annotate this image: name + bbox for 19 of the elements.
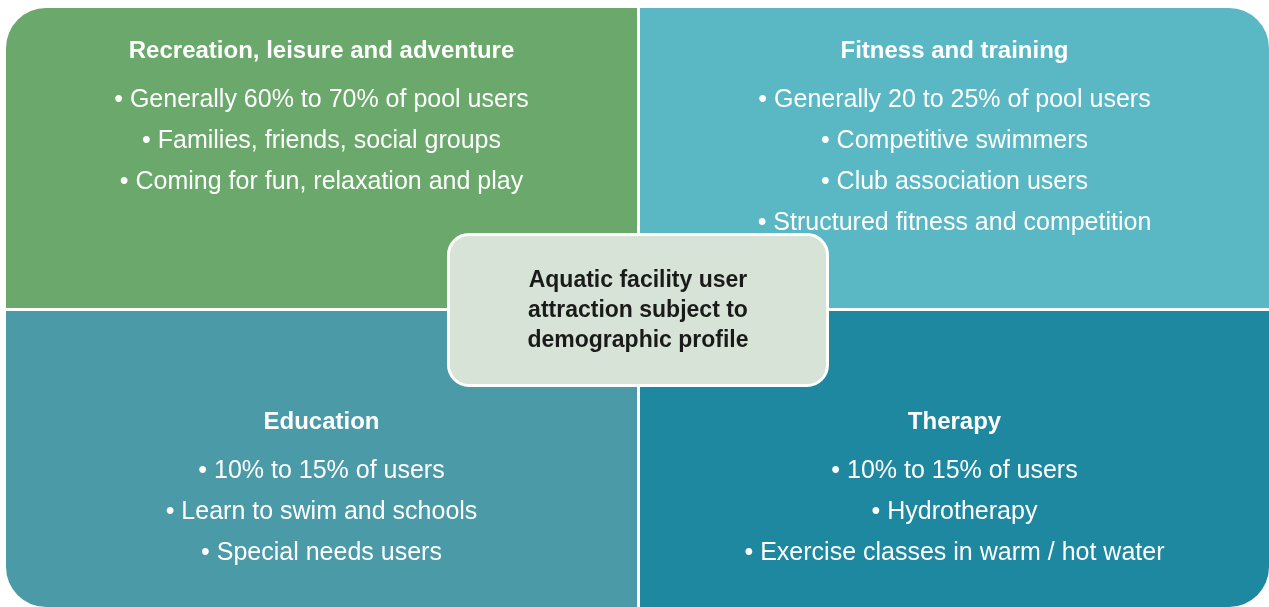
topic-text: Aquatic facility user attraction subject to demographic profile: [526, 265, 750, 354]
center-topic-box: [447, 233, 829, 387]
bullet-item: • Hydrotherapy: [870, 496, 1039, 525]
bullet-item: • Club association users: [819, 166, 1090, 195]
panel-heading: Education: [262, 407, 381, 435]
panel-heading: Fitness and training: [839, 36, 1070, 64]
bullet-item: • Families, friends, social groups: [141, 125, 502, 154]
bullet-item: • Structured fitness and competition: [756, 207, 1153, 236]
bullet-item: • 10% to 15% of users: [830, 455, 1079, 484]
bullet-item: • Special needs users: [200, 537, 443, 566]
bullet-item: • Generally 20 to 25% of pool users: [757, 84, 1152, 113]
bullet-item: • Generally 60% to 70% of pool users: [113, 84, 530, 113]
panel-heading: Therapy: [906, 407, 1003, 435]
panel-heading: Recreation, leisure and adventure: [127, 36, 516, 64]
bullet-item: • Learn to swim and schools: [164, 496, 479, 525]
bullet-item: • Coming for fun, relaxation and play: [118, 166, 525, 195]
bullet-item: • Competitive swimmers: [819, 125, 1090, 154]
bullet-item: • 10% to 15% of users: [197, 455, 446, 484]
bullet-item: • Exercise classes in warm / hot water: [743, 537, 1166, 566]
